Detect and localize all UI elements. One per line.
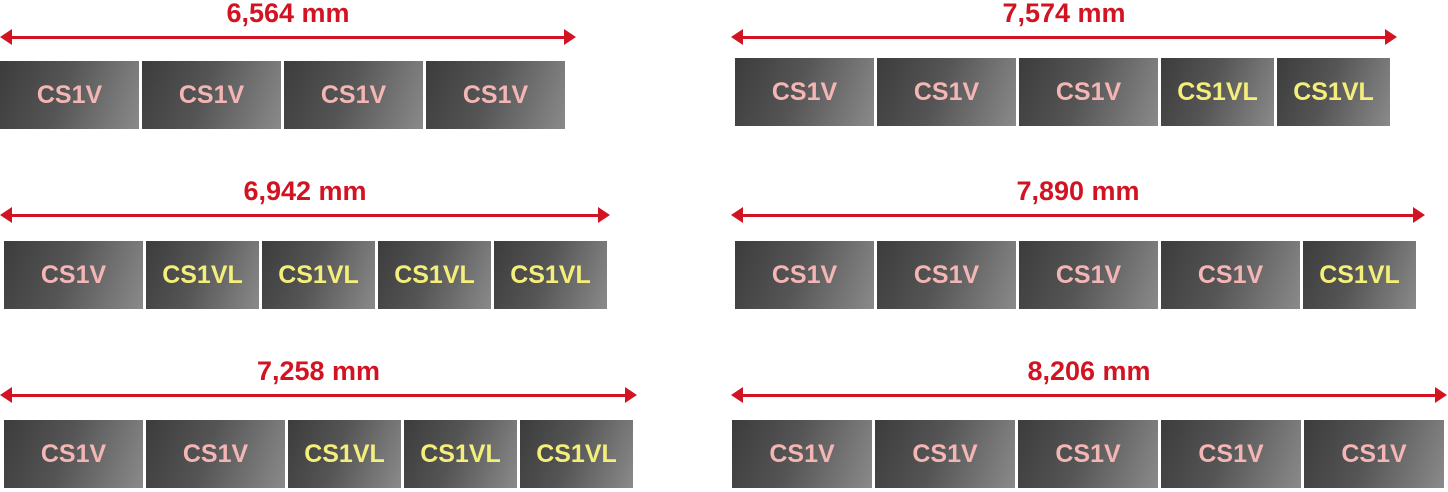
panel-row: CS1V CS1V CS1V CS1V CS1V — [732, 420, 1444, 488]
width-label: 6,942 mm — [243, 176, 367, 206]
panel-cs1v: CS1V — [284, 61, 423, 129]
panel-row: CS1V CS1V CS1V CS1V — [0, 61, 565, 129]
panel-cs1vl: CS1VL — [1161, 58, 1274, 126]
panel-cs1vl: CS1VL — [1303, 241, 1416, 309]
config-7258: 7,258 mm CS1V CS1V CS1VL CS1VL CS1VL — [0, 356, 637, 488]
arrow-line — [735, 214, 1421, 217]
panel-cs1vl: CS1VL — [520, 420, 633, 488]
panel-row: CS1V CS1V CS1V CS1V CS1VL — [735, 241, 1416, 309]
width-label: 7,890 mm — [1016, 176, 1140, 206]
config-7890: 7,890 mm CS1V CS1V CS1V CS1V CS1VL — [731, 176, 1425, 309]
panel-cs1v: CS1V — [1018, 420, 1158, 488]
panel-cs1v: CS1V — [146, 420, 285, 488]
arrow-line — [4, 214, 606, 217]
arrow-head-right — [598, 207, 610, 223]
config-6942: 6,942 mm CS1V CS1VL CS1VL CS1VL CS1VL — [0, 176, 610, 309]
arrow-head-right — [1413, 207, 1425, 223]
width-label: 7,574 mm — [1002, 0, 1126, 28]
panel-row: CS1V CS1VL CS1VL CS1VL CS1VL — [4, 241, 607, 309]
panel-cs1vl: CS1VL — [404, 420, 517, 488]
arrow-line — [4, 36, 572, 39]
panel-row: CS1V CS1V CS1VL CS1VL CS1VL — [4, 420, 633, 488]
dimension-arrow — [0, 385, 637, 405]
panel-cs1v: CS1V — [735, 241, 874, 309]
arrow-head-right — [564, 29, 576, 45]
panel-cs1v: CS1V — [142, 61, 281, 129]
dimension-arrow — [731, 385, 1447, 405]
arrow-line — [4, 394, 633, 397]
arrow-line — [735, 394, 1443, 397]
panel-cs1v: CS1V — [0, 61, 139, 129]
panel-cs1v: CS1V — [1019, 58, 1158, 126]
panel-row: CS1V CS1V CS1V CS1VL CS1VL — [735, 58, 1390, 126]
panel-cs1vl: CS1VL — [262, 241, 375, 309]
config-8206: 8,206 mm CS1V CS1V CS1V CS1V CS1V — [731, 356, 1447, 488]
config-6564: 6,564 mm CS1V CS1V CS1V CS1V — [0, 0, 576, 130]
panel-cs1v: CS1V — [877, 58, 1016, 126]
panel-cs1vl: CS1VL — [1277, 58, 1390, 126]
width-label: 7,258 mm — [256, 356, 381, 386]
panel-cs1v: CS1V — [1161, 420, 1301, 488]
width-label: 8,206 mm — [1027, 356, 1151, 386]
dimension-arrow — [0, 205, 610, 225]
panel-cs1v: CS1V — [735, 58, 874, 126]
panel-cs1v: CS1V — [4, 241, 143, 309]
dimension-arrow — [0, 27, 576, 47]
panel-cs1vl: CS1VL — [378, 241, 491, 309]
panel-cs1v: CS1V — [426, 61, 565, 129]
dimension-arrow — [731, 27, 1397, 47]
panel-cs1vl: CS1VL — [288, 420, 401, 488]
panel-cs1v: CS1V — [1161, 241, 1300, 309]
panel-cs1v: CS1V — [875, 420, 1015, 488]
panel-cs1v: CS1V — [877, 241, 1016, 309]
panel-cs1v: CS1V — [1019, 241, 1158, 309]
arrow-line — [735, 36, 1393, 39]
config-7574: 7,574 mm CS1V CS1V CS1V CS1VL CS1VL — [731, 0, 1397, 130]
panel-cs1v: CS1V — [4, 420, 143, 488]
arrow-head-right — [1435, 387, 1447, 403]
panel-cs1vl: CS1VL — [146, 241, 259, 309]
panel-cs1v: CS1V — [1304, 420, 1444, 488]
arrow-head-right — [625, 387, 637, 403]
dimension-arrow — [731, 205, 1425, 225]
width-label: 6,564 mm — [226, 0, 350, 28]
panel-cs1vl: CS1VL — [494, 241, 607, 309]
arrow-head-right — [1385, 29, 1397, 45]
panel-cs1v: CS1V — [732, 420, 872, 488]
